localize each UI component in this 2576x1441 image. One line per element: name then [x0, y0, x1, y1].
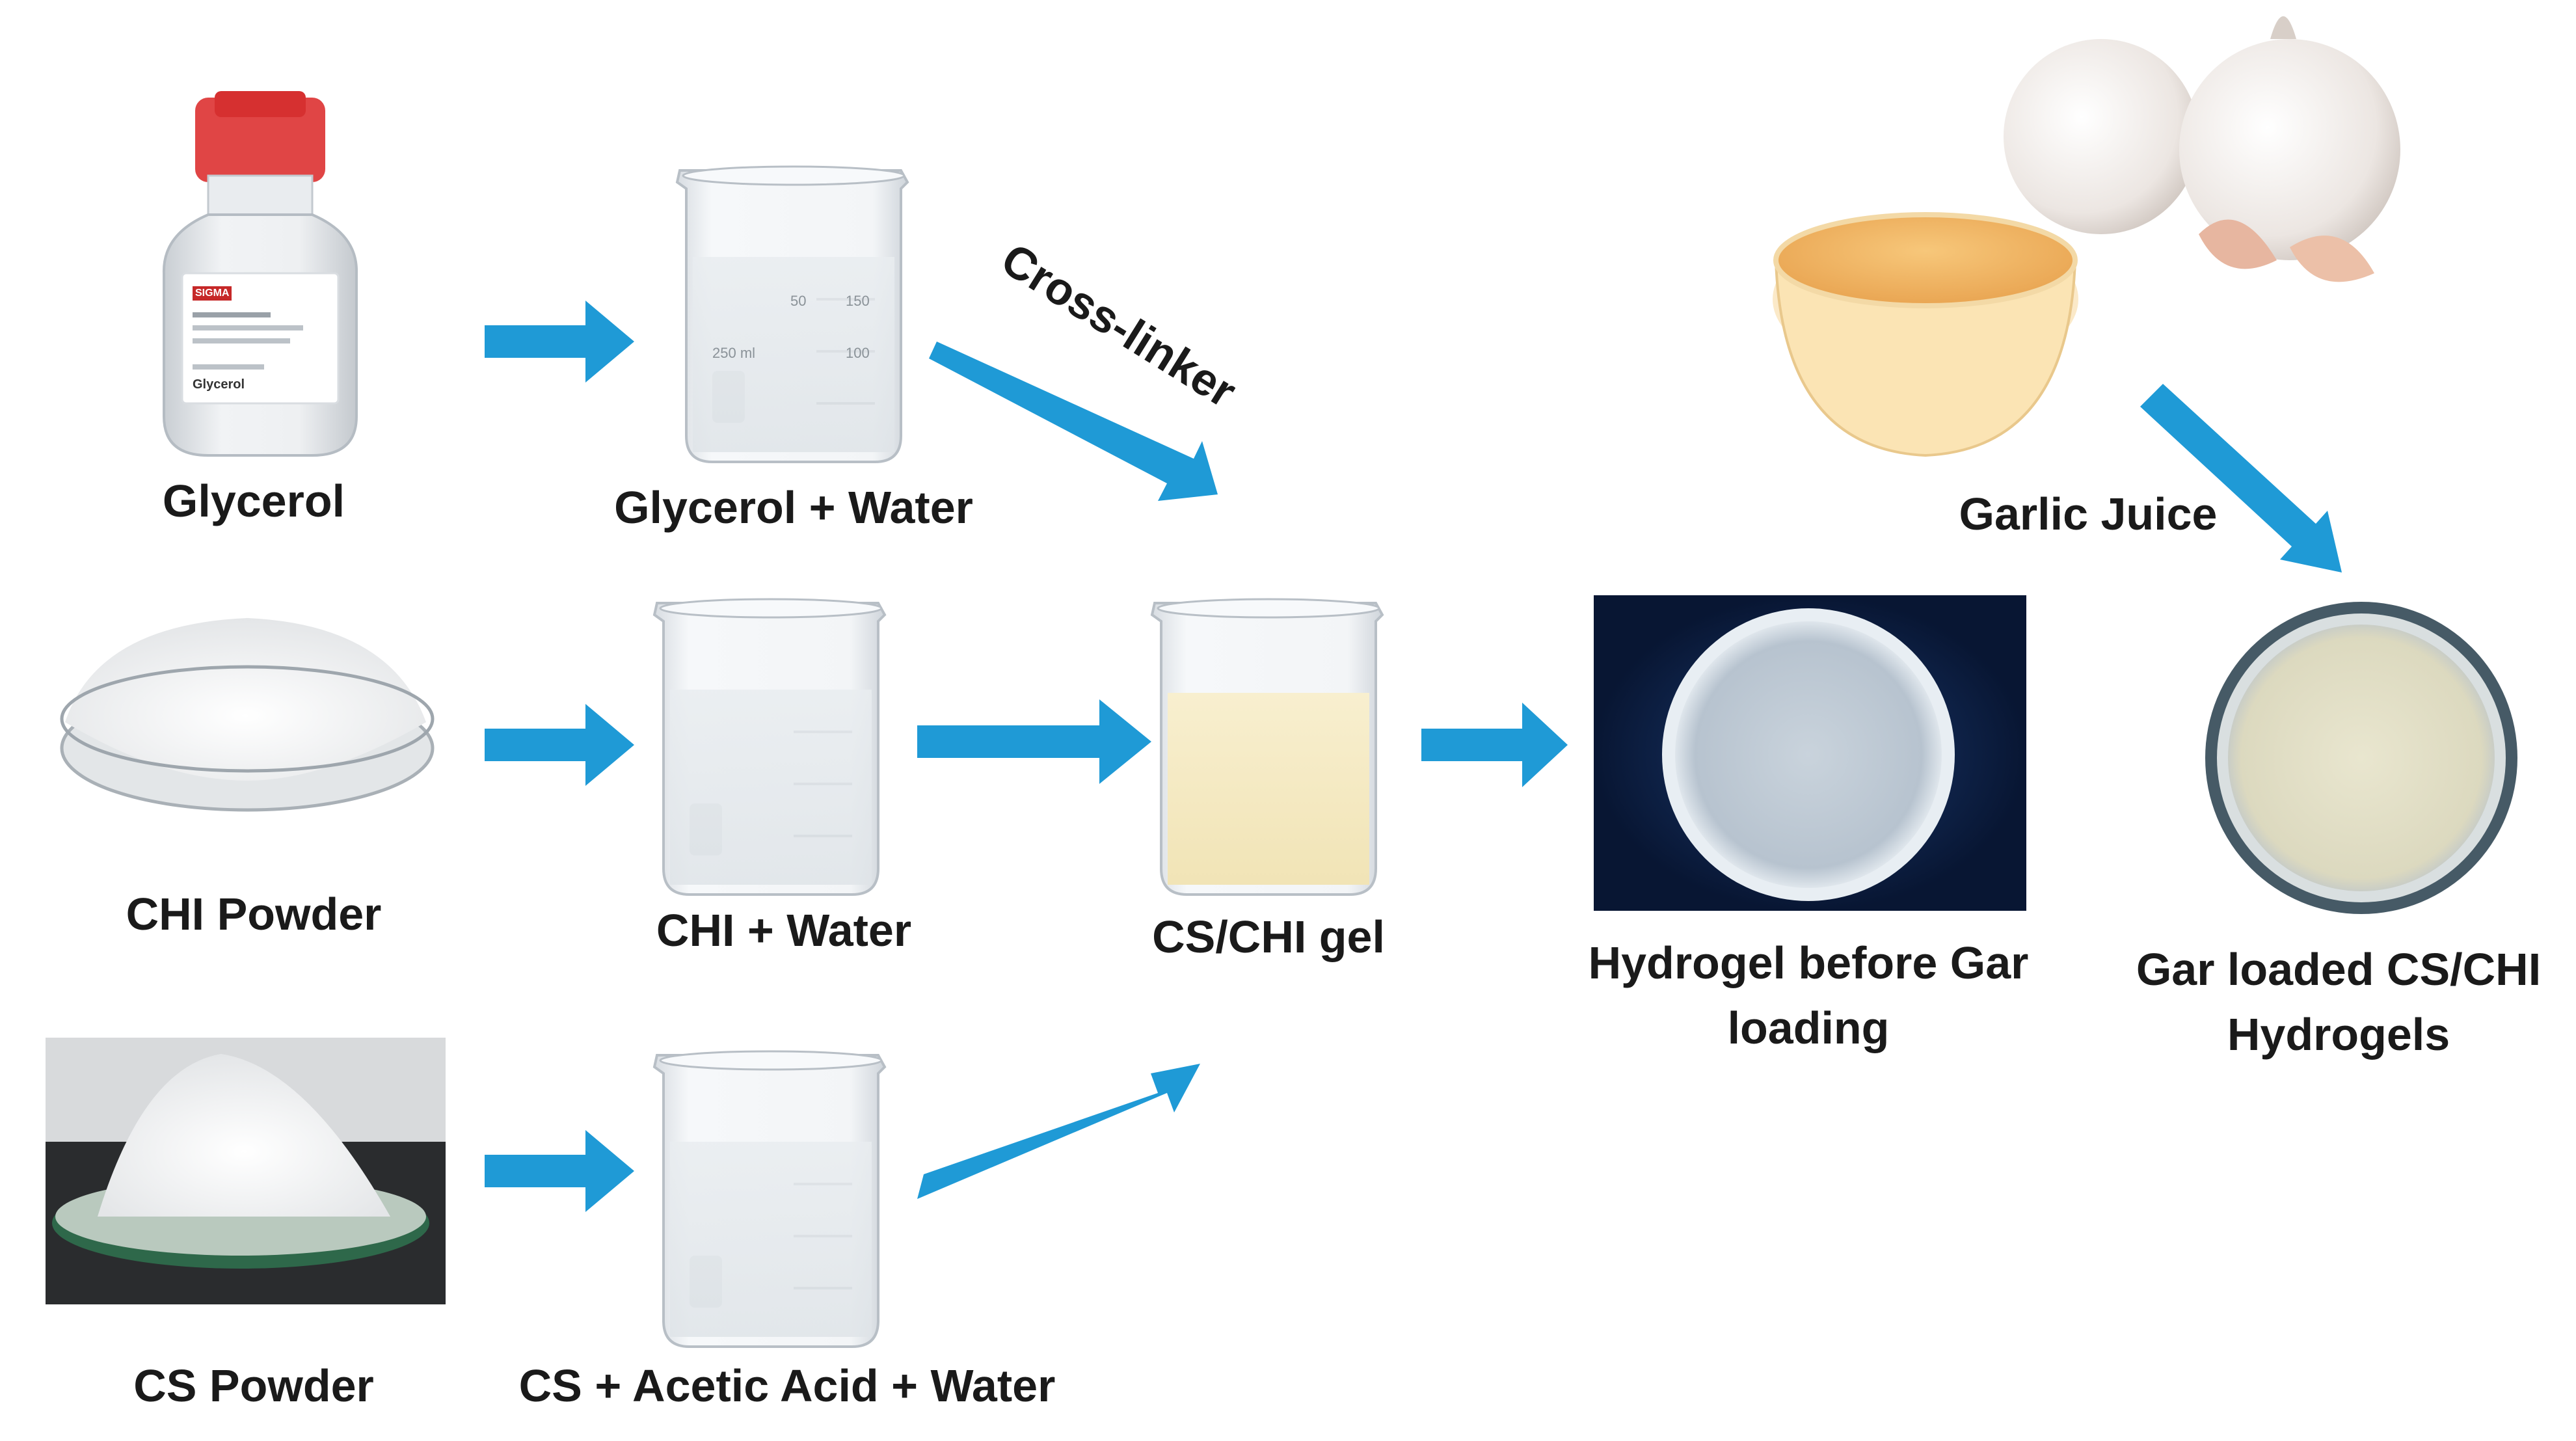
cs-acetic-water-beaker-image [653, 1050, 886, 1348]
arrow-chi-to-mixture [485, 704, 634, 786]
label-cs-chi-gel: CS/CHI gel [1152, 911, 1385, 962]
label-hydrogel-before-line1: Hydrogel before Gar [1588, 937, 2029, 988]
label-gar-loaded-line1: Gar loaded CS/CHI [2136, 944, 2542, 995]
cs-chi-gel-beaker-image [1151, 598, 1384, 896]
label-glycerol: Glycerol [162, 476, 345, 526]
arrow-chi-mixture-to-gel [917, 699, 1151, 784]
label-cs-powder: CS Powder [133, 1360, 374, 1411]
gar-loaded-hydrogel-image [2205, 602, 2517, 914]
label-chi-powder: CHI Powder [126, 889, 382, 939]
arrow-glycerol-to-mixture [485, 301, 634, 383]
beaker-tick-50: 50 [790, 293, 807, 309]
glycerol-bottle-image [162, 91, 358, 457]
label-garlic-juice: Garlic Juice [1959, 489, 2218, 539]
arrow-cs-mixture-to-gel [917, 1064, 1200, 1199]
beaker-tick-100: 100 [846, 345, 870, 361]
label-glycerol-water: Glycerol + Water [614, 482, 973, 533]
cs-powder-image [46, 1038, 446, 1304]
label-cs-acetic-water: CS + Acetic Acid + Water [518, 1360, 1056, 1411]
label-hydrogel-before-line2: loading [1727, 1003, 1890, 1053]
beaker-tick-150: 150 [846, 293, 870, 309]
bottle-label-brand: SIGMA [195, 288, 230, 299]
label-gar-loaded-line2: Hydrogels [2227, 1009, 2450, 1060]
bottle-label-product: Glycerol [193, 377, 245, 392]
arrow-gel-to-hydrogel [1421, 703, 1568, 787]
chi-powder-image [60, 618, 435, 812]
glycerol-water-beaker-image [676, 165, 909, 463]
garlic-juice-image [1773, 16, 2400, 457]
chi-water-beaker-image [653, 598, 886, 896]
arrow-cs-to-mixture [485, 1130, 634, 1212]
label-chi-water: CHI + Water [656, 905, 912, 956]
arrow-cross-linker [929, 342, 1218, 501]
hydrogel-before-loading-image [1594, 595, 2026, 911]
beaker-volume-mark: 250 ml [712, 345, 756, 361]
arrow-garlic-to-loaded [2140, 384, 2342, 572]
